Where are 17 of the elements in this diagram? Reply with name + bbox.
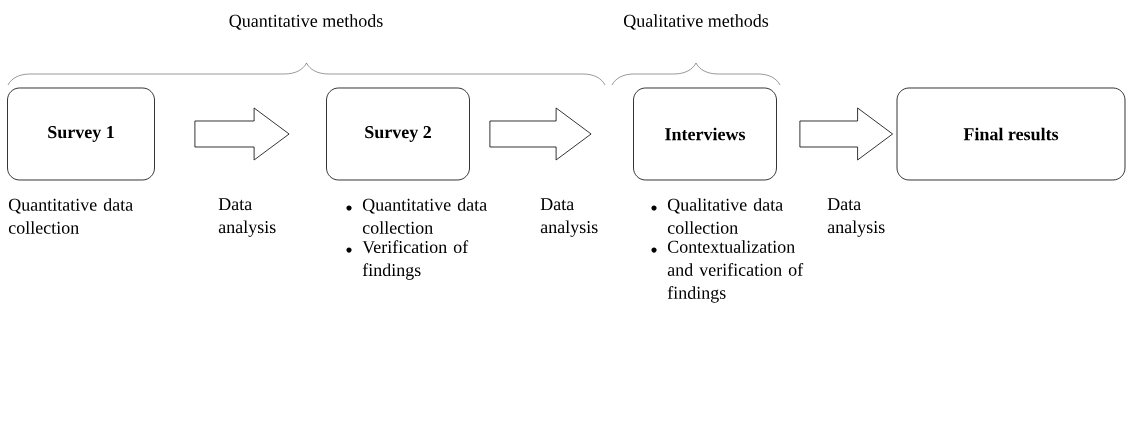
process-box: Survey 2	[326, 87, 470, 181]
description-text: Qualitative data collection	[667, 198, 783, 234]
edge-label: Data analysis	[827, 198, 885, 237]
group-label: Qualitative methods	[624, 14, 769, 30]
block-arrow	[799, 107, 893, 161]
process-box: Survey 1	[7, 87, 155, 181]
block-arrow	[194, 107, 290, 161]
edge-label: Data analysis	[218, 198, 276, 237]
description-text: Contextualization and verification of findings	[667, 240, 804, 303]
edge-label: Data analysis	[540, 198, 598, 237]
description-text: Verification of findings	[362, 240, 469, 280]
description-text: Quantitative data collection	[8, 198, 133, 234]
description-text: Quantitative data collection	[362, 198, 487, 234]
group-label: Quantitative methods	[229, 14, 383, 30]
process-box: Final results	[896, 87, 1126, 181]
block-arrow	[489, 107, 592, 161]
process-box: Interviews	[633, 87, 777, 181]
